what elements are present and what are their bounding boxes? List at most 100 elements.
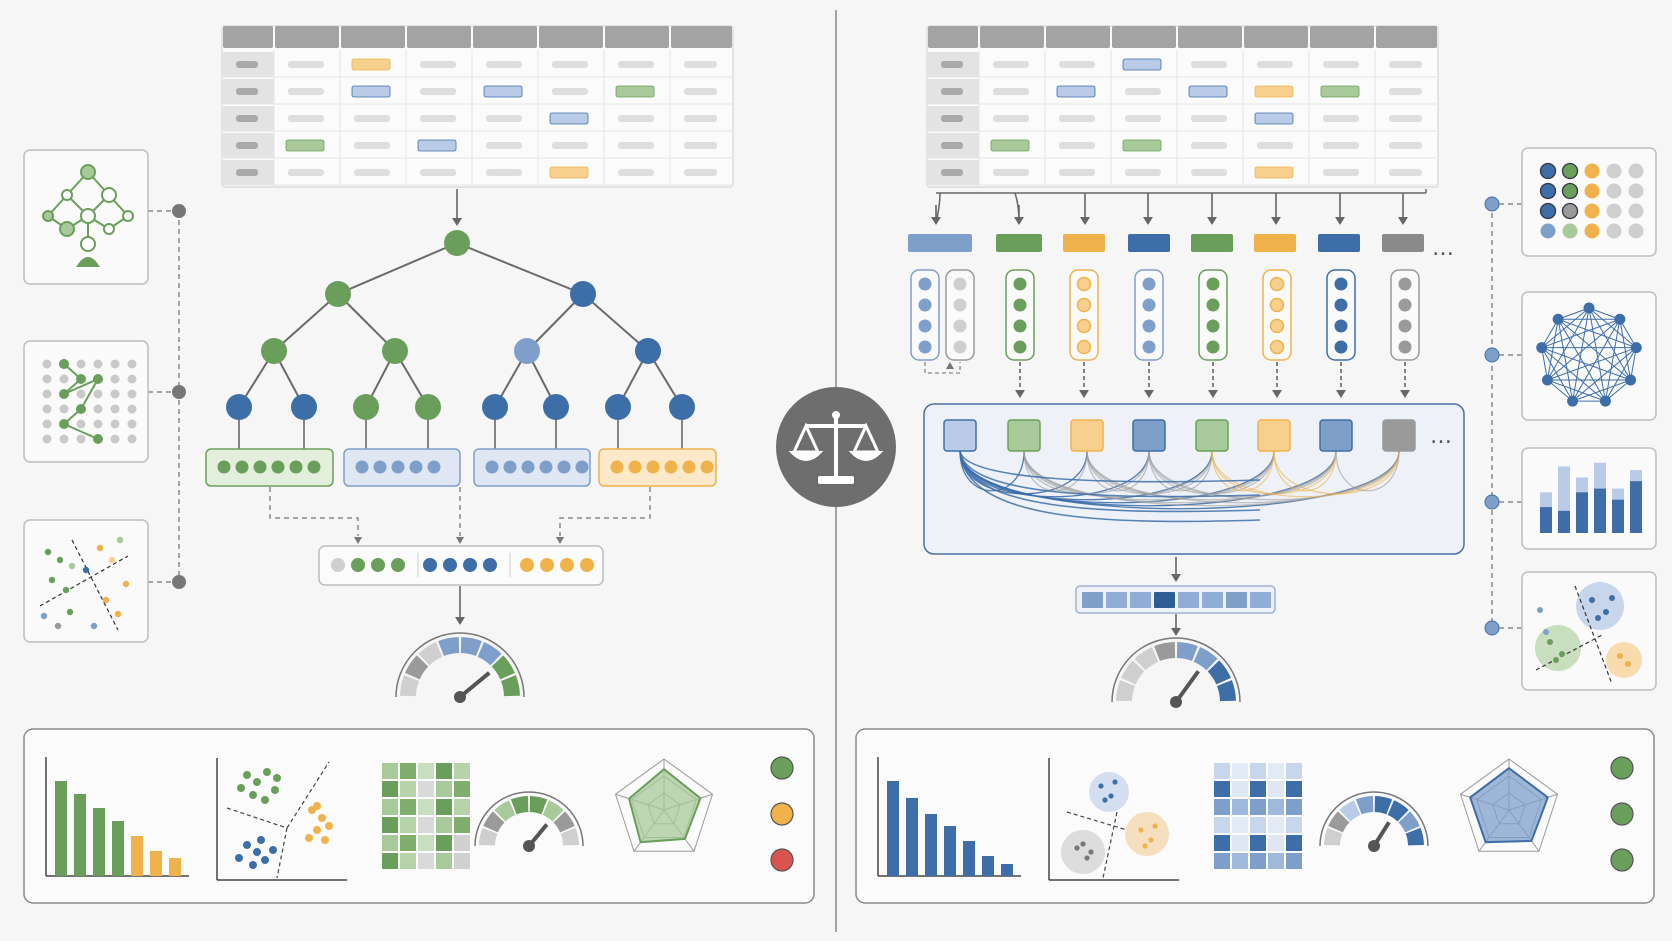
- matrix-dot: [1606, 203, 1622, 219]
- table-cell-highlight: [285, 139, 325, 152]
- tree-edge: [526, 293, 584, 352]
- table-cell: [486, 61, 522, 68]
- table-cell: [486, 115, 522, 122]
- attention-arc: [959, 450, 1400, 510]
- gauge-segment: [483, 811, 505, 833]
- icon-path-node: [93, 434, 103, 444]
- icon-node: [61, 189, 73, 201]
- stacked-bar-base: [1558, 510, 1570, 533]
- icon-grid-dot: [76, 359, 86, 369]
- stacked-bar-base: [1612, 499, 1624, 533]
- matrix-dot: [1540, 223, 1556, 239]
- icon-grid-dot: [93, 389, 103, 399]
- eval-gauge: [1319, 791, 1429, 852]
- network-edge: [1604, 347, 1637, 402]
- icon-grid-dot: [76, 419, 86, 429]
- eval-bar: [150, 851, 162, 876]
- heatmap-cell: [1232, 763, 1248, 779]
- ellipsis-glyph: …: [1432, 236, 1454, 261]
- pooled-cell: [1178, 592, 1199, 608]
- table-header-cell: [1244, 26, 1308, 48]
- embedding-capsule: [1262, 269, 1292, 361]
- merged-sample: [331, 558, 345, 572]
- cluster-dot: [1547, 639, 1553, 645]
- tree-node: [482, 394, 508, 420]
- attention-token: [1257, 419, 1291, 452]
- attention-arc: [1086, 450, 1150, 492]
- column-header-bar: [1254, 234, 1296, 252]
- eval-bar: [55, 781, 67, 876]
- leaf-sample: [307, 460, 321, 474]
- attention-arc: [1211, 450, 1400, 498]
- table-cell-highlight: [1122, 58, 1162, 71]
- table-index-bar: [236, 88, 258, 95]
- scatter-dot: [1088, 849, 1094, 855]
- icon-path-node: [93, 374, 103, 384]
- scatter-dot: [1074, 845, 1080, 851]
- pooled-embedding: [1075, 557, 1276, 636]
- icon-grid-dot: [76, 434, 86, 444]
- eval-radar: [1459, 758, 1559, 852]
- attention-arc: [959, 450, 1025, 492]
- gauge-hub: [523, 840, 535, 852]
- gauge-segment: [460, 637, 482, 657]
- eval-bar: [131, 836, 143, 876]
- heatmap-cell: [1286, 799, 1302, 815]
- icon-split: [71, 539, 119, 631]
- network-edge: [1557, 318, 1631, 381]
- network-edge: [1541, 347, 1574, 402]
- heatmap-cell: [400, 817, 416, 833]
- heatmap-cell: [1250, 781, 1266, 797]
- gauge-hub: [454, 691, 466, 703]
- leaf-sample: [682, 460, 696, 474]
- matrix-dot: [1584, 183, 1600, 199]
- table-cell: [1059, 61, 1095, 68]
- attention-token: [1382, 419, 1416, 452]
- evaluation-panel: [855, 728, 1655, 904]
- network-edge: [1588, 307, 1637, 349]
- embedding-dot: [918, 298, 932, 312]
- eval-radar: [614, 758, 714, 852]
- capsule-to-attn-arrow-head: [1079, 390, 1089, 398]
- network-edge: [1547, 379, 1606, 402]
- icon-scatter-dot: [62, 586, 70, 594]
- tree-node: [669, 394, 695, 420]
- heatmap-cell: [1250, 835, 1266, 851]
- heatmap-cell: [454, 817, 470, 833]
- pooled-cell: [1130, 592, 1151, 608]
- side-node: [172, 575, 186, 589]
- leaf-group: [473, 420, 591, 487]
- eval-scatter-split: [1102, 811, 1118, 879]
- decision-tree-icon: [23, 149, 149, 285]
- gauge-segment: [418, 642, 443, 666]
- icon-path-node: [59, 419, 69, 429]
- heatmap-cell: [436, 817, 452, 833]
- embedding-dot: [1142, 277, 1156, 291]
- capsule-bracket: [924, 362, 961, 374]
- matrix-dot: [1561, 162, 1579, 180]
- table-cell-highlight: [1056, 85, 1096, 98]
- side-node: [1484, 196, 1500, 212]
- cluster-blob: [1535, 625, 1581, 671]
- leaf-sample: [539, 460, 553, 474]
- table-header-cell: [223, 26, 273, 48]
- scatter-cluster: [1089, 772, 1129, 812]
- heatmap-cell: [382, 835, 398, 851]
- table-cell: [1059, 169, 1095, 176]
- icon-scatter-dot: [114, 610, 122, 618]
- embedding-dot: [1398, 298, 1412, 312]
- network-edge: [1619, 319, 1632, 381]
- merged-sample: [423, 558, 437, 572]
- eval-heatmap: [382, 763, 470, 869]
- leaf-group: [205, 420, 334, 487]
- heatmap-cell: [382, 781, 398, 797]
- scatter-dot: [1084, 855, 1090, 861]
- network-node: [1536, 342, 1548, 354]
- heatmap-cell: [1232, 817, 1248, 833]
- table-cell: [684, 142, 717, 149]
- scatter-cluster: [1061, 830, 1105, 874]
- gauge-segment: [500, 675, 520, 697]
- table-cell: [1125, 88, 1161, 95]
- heatmap-cell: [1214, 781, 1230, 797]
- pooled-cell: [1082, 592, 1103, 608]
